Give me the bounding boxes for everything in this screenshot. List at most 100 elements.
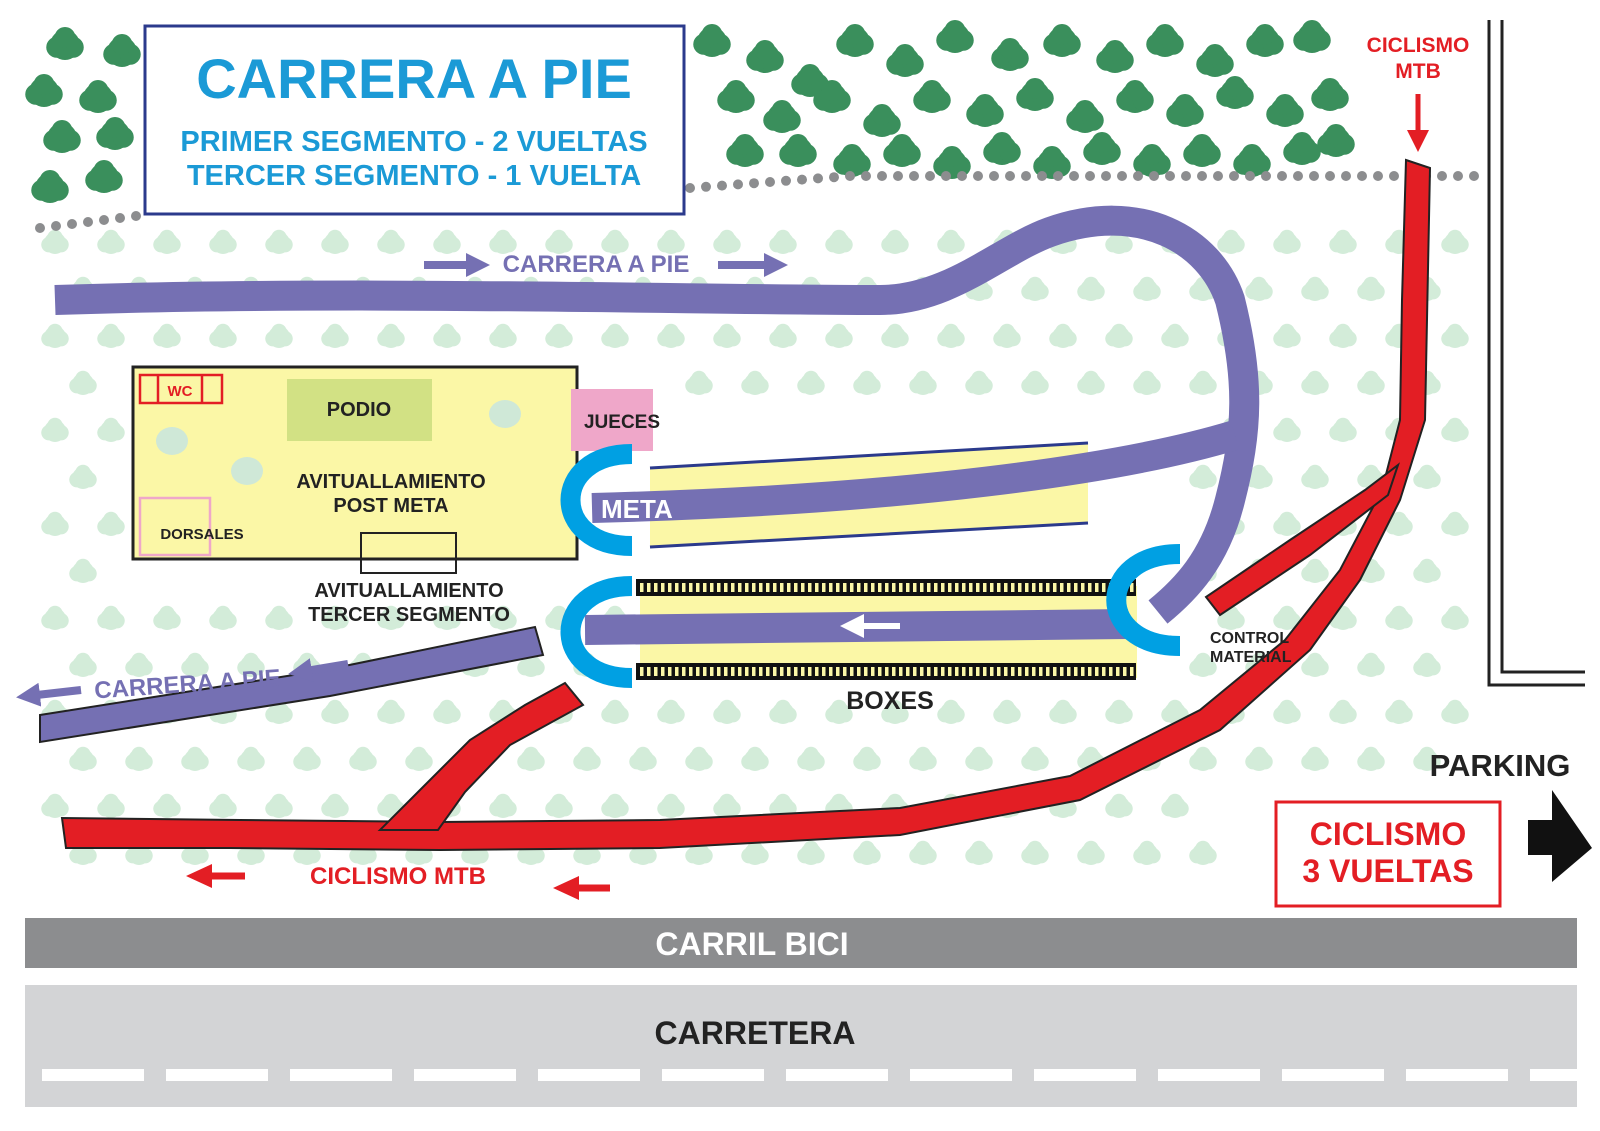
tree-icon (97, 793, 125, 818)
tree-icon (321, 323, 349, 348)
tree-icon (41, 605, 69, 630)
tree-icon (103, 34, 141, 67)
tree-icon (713, 323, 741, 348)
tree-icon (1105, 229, 1133, 254)
tree-icon (1329, 323, 1357, 348)
tree-icon (1357, 652, 1385, 677)
tree-icon (863, 104, 901, 137)
tree-icon (1116, 80, 1154, 113)
bike-direction-arrows (186, 864, 610, 900)
boxes-exit-arch (560, 576, 633, 688)
tree-icon (1189, 652, 1217, 677)
tree-icon (881, 229, 909, 254)
tree-icon (1183, 134, 1221, 167)
tree-icon (1301, 558, 1329, 583)
tree-icon (713, 699, 741, 724)
tree-icon (69, 558, 97, 583)
tree-icon (1133, 276, 1161, 301)
tree-icon (1077, 370, 1105, 395)
tree-icon (1021, 276, 1049, 301)
tree-icon (965, 840, 993, 865)
tree-icon (1096, 40, 1134, 73)
arrow-left-icon (186, 864, 212, 888)
tree-icon (96, 117, 134, 150)
tree-icon (265, 793, 293, 818)
arrow-left-icon (288, 658, 349, 682)
tree-icon (237, 652, 265, 677)
tree-icon (1441, 699, 1469, 724)
tree-icon (991, 38, 1029, 71)
tree-icon (209, 229, 237, 254)
tree-icon (349, 746, 377, 771)
avit-post-meta-line-1: AVITUALLAMIENTO (296, 471, 485, 493)
tree-icon (1317, 124, 1355, 157)
title-line-2: TERCER SEGMENTO - 1 VUELTA (187, 160, 641, 192)
tree-icon (153, 605, 181, 630)
tree-icon (1273, 323, 1301, 348)
tree-icon (1105, 323, 1133, 348)
bike-lane: CARRIL BICI (25, 918, 1577, 968)
tree-icon (321, 605, 349, 630)
tree-icon (377, 323, 405, 348)
tree-icon (797, 840, 825, 865)
tree-icon (1413, 746, 1441, 771)
tree-icon (1083, 132, 1121, 165)
tree-icon (836, 24, 874, 57)
tree-icon (1021, 370, 1049, 395)
ciclismo-vueltas-line-2: 3 VUELTAS (1302, 853, 1473, 889)
tree-icon (125, 652, 153, 677)
tree-icon (153, 323, 181, 348)
tree-icon (763, 100, 801, 133)
tree-icon (1189, 464, 1217, 489)
parking-label: PARKING (1430, 748, 1571, 783)
tree-icon (909, 370, 937, 395)
tree-icon (993, 699, 1021, 724)
boxes-label: BOXES (846, 687, 934, 715)
tree-icon (1273, 699, 1301, 724)
ciclismo-vueltas-line-1: CICLISMO (1310, 816, 1466, 852)
tree-icon (1329, 605, 1357, 630)
run-route-top (54, 205, 1260, 624)
tree-icon (1413, 558, 1441, 583)
tree-icon (433, 323, 461, 348)
tree-icon (1301, 276, 1329, 301)
tree-icon (1273, 417, 1301, 442)
tree-icon (797, 746, 825, 771)
control-material-arch (1106, 544, 1181, 656)
tree-icon (41, 793, 69, 818)
tree-icon (713, 229, 741, 254)
tree-icon (966, 94, 1004, 127)
tree-icon (1283, 132, 1321, 165)
tree-icon (1441, 417, 1469, 442)
tree-icon (125, 746, 153, 771)
tree-icon (181, 746, 209, 771)
carretera-label: CARRETERA (655, 1015, 856, 1051)
tree-icon (293, 746, 321, 771)
tree-icon (97, 605, 125, 630)
tree-icon (1385, 699, 1413, 724)
tree-icon (46, 27, 84, 60)
control-material-line-2: MATERIAL (1210, 649, 1292, 666)
tree-icon (489, 229, 517, 254)
tree-icon (69, 652, 97, 677)
tree-icon (657, 699, 685, 724)
carrera-a-pie-top-label: CARRERA A PIE (503, 251, 690, 278)
tree-icon (545, 323, 573, 348)
tree-icon (983, 132, 1021, 165)
tree-icon (69, 370, 97, 395)
tree-icon (405, 746, 433, 771)
tree-icon (1246, 24, 1284, 57)
tree-icon (1266, 94, 1304, 127)
tree-icon (769, 699, 797, 724)
tree-icon (97, 417, 125, 442)
parking-boundary (1487, 20, 1585, 687)
tree-icon (153, 229, 181, 254)
tree-icon (1273, 229, 1301, 254)
tree-icon (1301, 746, 1329, 771)
tree-icon (43, 120, 81, 153)
tree-icon (965, 746, 993, 771)
tree-icon (825, 699, 853, 724)
wc-label: WC (168, 383, 193, 400)
tree-icon (237, 746, 265, 771)
tree-icon (993, 323, 1021, 348)
